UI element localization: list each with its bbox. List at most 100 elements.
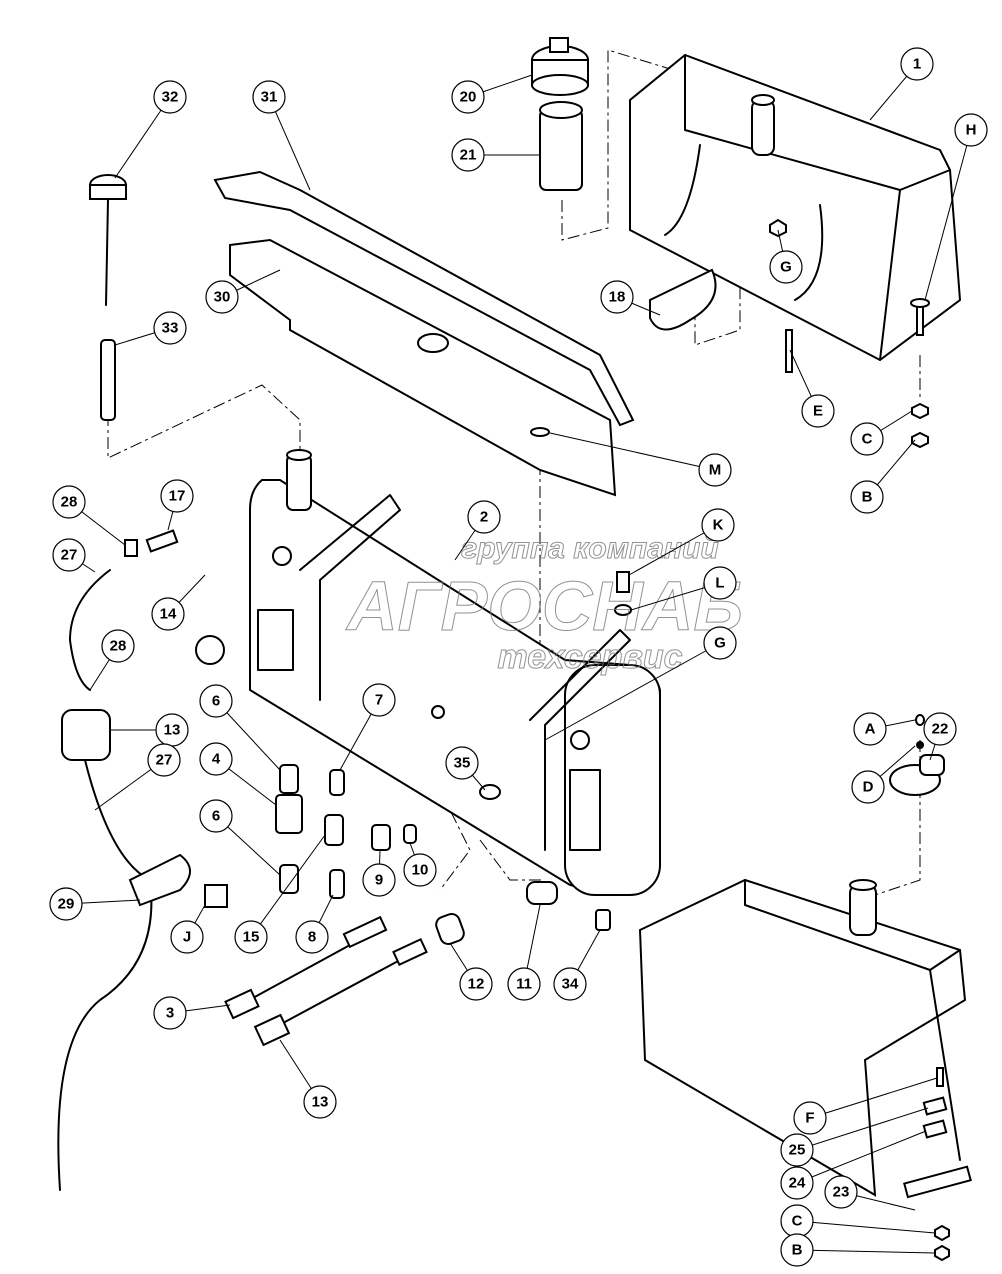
callout-label: 18 <box>609 289 626 306</box>
callout-label: E <box>813 403 823 420</box>
fasteners-top-right <box>769 218 930 449</box>
callout-10: 10 <box>403 853 437 887</box>
callout-24: 24 <box>780 1166 814 1200</box>
callout-m: M <box>698 453 732 487</box>
watermark-line-3: техсервис <box>497 638 682 676</box>
leader-line <box>796 1220 936 1234</box>
callout-13: 13 <box>303 1085 337 1119</box>
callout-d: D <box>851 770 885 804</box>
callout-g: G <box>703 626 737 660</box>
callout-1: 1 <box>900 47 934 81</box>
filler-cap-and-strainer <box>531 37 589 191</box>
leader-line <box>268 96 311 191</box>
callout-27: 27 <box>52 538 86 572</box>
callout-17: 17 <box>160 479 194 513</box>
callout-label: 35 <box>454 755 471 772</box>
callout-label: 11 <box>516 976 532 993</box>
callout-label: 33 <box>162 320 179 337</box>
callout-label: 23 <box>833 1184 850 1201</box>
leader-line <box>628 524 719 576</box>
callout-label: 6 <box>212 808 220 825</box>
callout-29: 29 <box>49 887 83 921</box>
callout-13: 13 <box>155 713 189 747</box>
callout-28: 28 <box>101 629 135 663</box>
callout-label: C <box>862 431 873 448</box>
callout-label: 14 <box>160 606 177 623</box>
watermark-line-2: АГРОСНАБ <box>345 567 743 645</box>
leader-line <box>796 1130 927 1184</box>
callout-b: B <box>850 480 884 514</box>
callout-label: F <box>805 1110 814 1127</box>
callout-label: 34 <box>562 976 579 993</box>
plate-30 <box>229 238 617 497</box>
callout-20: 20 <box>451 80 485 114</box>
callout-label: B <box>862 489 873 506</box>
dipstick <box>89 174 127 421</box>
watermark-line-1: группа компаний <box>461 532 718 565</box>
callout-k: K <box>701 508 735 542</box>
callout-j: J <box>170 920 204 954</box>
callout-8: 8 <box>295 920 329 954</box>
watermark-logo: группа компаний АГРОСНАБ техсервис <box>345 532 744 677</box>
callout-label: 13 <box>164 722 181 739</box>
fuel-tank-top-right <box>629 53 962 362</box>
callout-label: 27 <box>61 547 78 564</box>
callout-27: 27 <box>147 743 181 777</box>
callout-2: 2 <box>467 500 501 534</box>
leader-line <box>250 834 326 938</box>
callout-21: 21 <box>451 138 485 172</box>
callout-6: 6 <box>199 799 233 833</box>
callout-e: E <box>801 394 835 428</box>
leader-line <box>796 1107 929 1151</box>
callout-label: B <box>792 1242 803 1259</box>
callout-label: D <box>863 779 874 796</box>
callout-label: 20 <box>460 89 477 106</box>
callout-label: 28 <box>110 638 127 655</box>
callout-7: 7 <box>362 683 396 717</box>
callout-l: L <box>703 566 737 600</box>
callout-6: 6 <box>199 684 233 718</box>
callout-label: 21 <box>460 147 477 164</box>
callout-25: 25 <box>780 1133 814 1167</box>
callout-15: 15 <box>234 920 268 954</box>
callout-b: B <box>780 1233 814 1267</box>
callout-label: 25 <box>789 1142 806 1159</box>
fittings <box>69 529 611 946</box>
callout-22: 22 <box>923 712 957 746</box>
callout-14: 14 <box>151 597 185 631</box>
callout-label: 30 <box>214 289 231 306</box>
callout-23: 23 <box>824 1175 858 1209</box>
leader-line <box>544 642 721 741</box>
callout-h: H <box>954 113 988 147</box>
callout-label: 22 <box>932 721 949 738</box>
hydraulic-tank <box>249 449 661 897</box>
callout-30: 30 <box>205 280 239 314</box>
bolt-k <box>616 571 630 593</box>
callout-a: A <box>853 712 887 746</box>
wire-harnesses <box>224 915 428 1047</box>
screw-m <box>530 427 550 437</box>
callout-label: 8 <box>308 929 316 946</box>
callout-label: 31 <box>261 89 278 106</box>
fuel-level-sender <box>889 714 950 1262</box>
callout-label: 27 <box>156 752 173 769</box>
callout-34: 34 <box>553 967 587 1001</box>
callout-label: A <box>865 721 876 738</box>
callout-label: 12 <box>468 976 485 993</box>
callout-label: 6 <box>212 693 220 710</box>
fuel-tank-bottom-right <box>638 878 972 1199</box>
leader-line <box>796 1249 936 1254</box>
leader-line <box>549 432 716 471</box>
callout-label: 3 <box>166 1005 174 1022</box>
callout-label: 17 <box>169 488 186 505</box>
callout-f: F <box>793 1101 827 1135</box>
leader-line <box>924 129 972 301</box>
callout-label: 10 <box>412 862 429 879</box>
callout-label: 7 <box>375 692 383 709</box>
callout-c: C <box>780 1204 814 1238</box>
callout-9: 9 <box>362 863 396 897</box>
callout-label: 24 <box>789 1175 806 1192</box>
callout-18: 18 <box>600 280 634 314</box>
